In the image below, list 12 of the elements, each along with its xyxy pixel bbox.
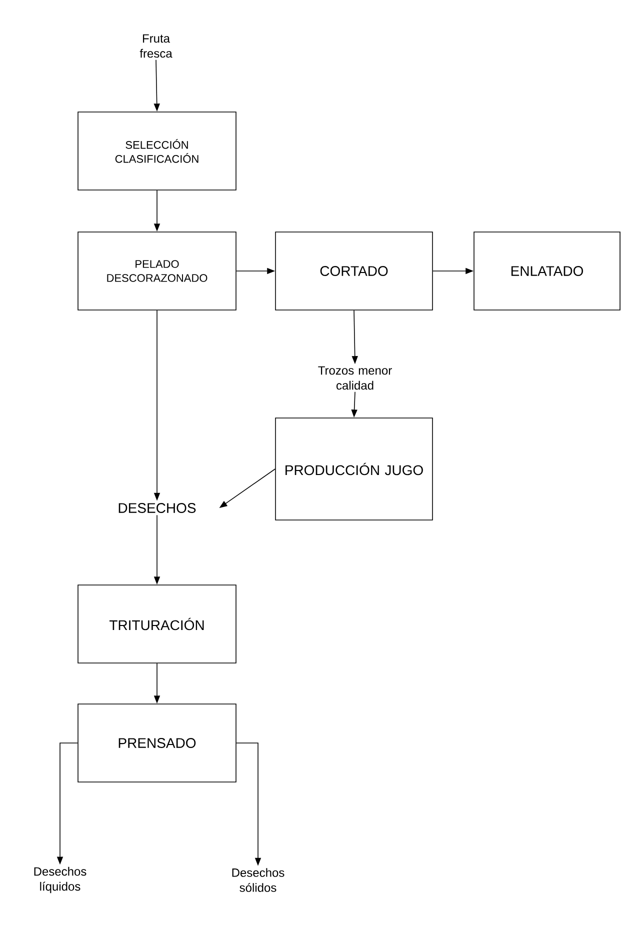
text-label: Trozos menor calidad (318, 366, 392, 390)
process-box: PELADO DESCORAZONADO (78, 232, 236, 310)
process-box: PRENSADO (78, 704, 236, 782)
process-box: CORTADO (275, 232, 433, 310)
text-label: Fruta fresca (140, 34, 172, 58)
process-box: PRODUCCIÓN JUGO (275, 418, 433, 520)
text-label: Desechos sólidos (232, 868, 284, 892)
text-label: Desechos líquidos (34, 866, 86, 894)
text-label: DESECHOS (118, 503, 196, 513)
process-box: SELECCIÓN CLASIFICACIÓN (78, 112, 236, 190)
process-box: TRITURACIÓN (78, 584, 236, 664)
process-box: ENLATADO (474, 232, 620, 310)
